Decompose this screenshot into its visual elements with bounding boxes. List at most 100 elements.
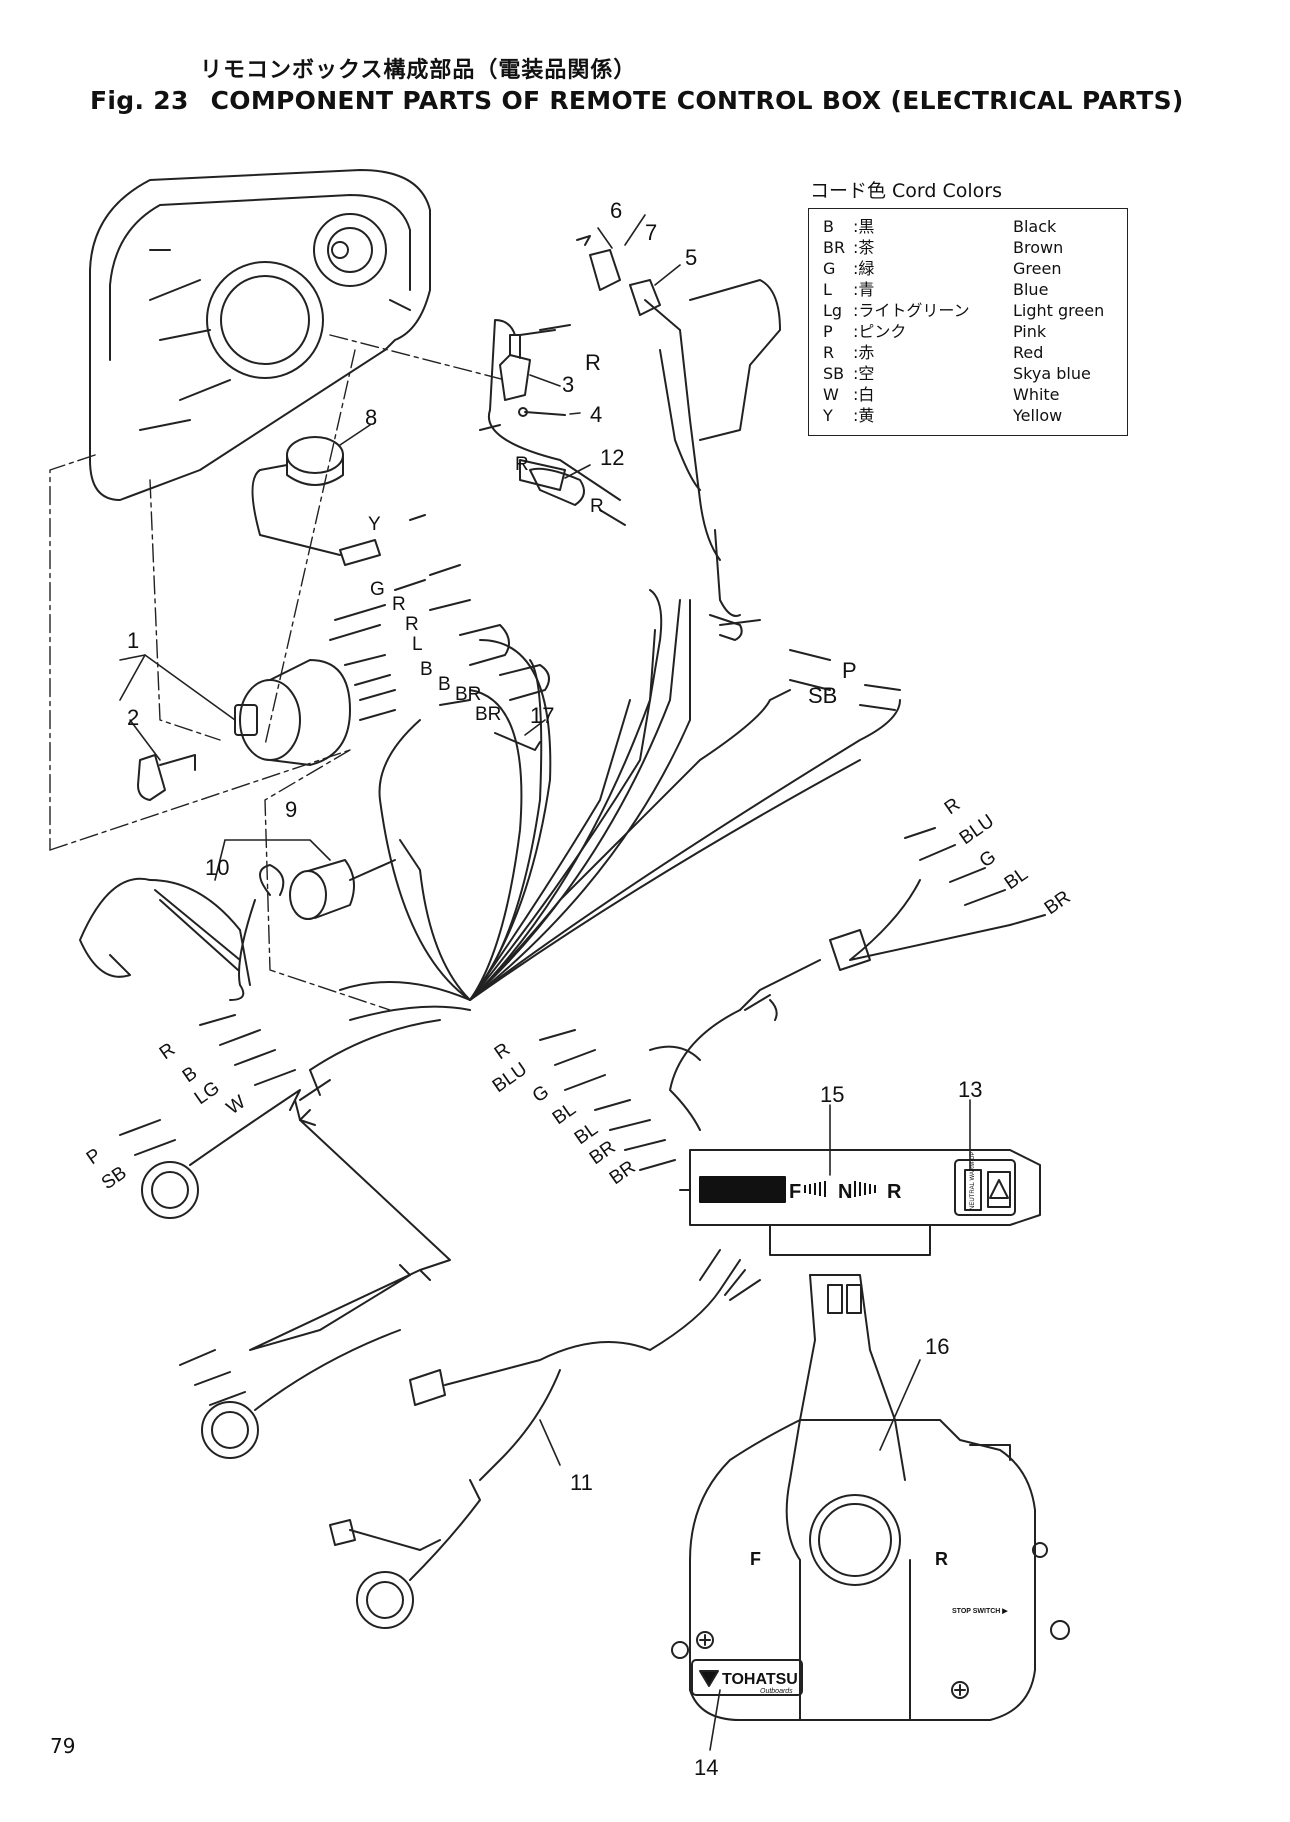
part-number-14: 14 bbox=[694, 1755, 718, 1780]
wire-label: R bbox=[941, 794, 964, 819]
shift-indicator bbox=[679, 1149, 1041, 1256]
part-number-4: 4 bbox=[590, 402, 602, 427]
left-harness bbox=[119, 1014, 331, 1219]
title-japanese: リモコンボックス構成部品（電装品関係） bbox=[200, 58, 637, 83]
leader-lines bbox=[119, 214, 971, 1751]
brand-logo-text: TOHATSU bbox=[722, 1671, 798, 1688]
wire-label: G bbox=[976, 846, 1000, 872]
plate-7 bbox=[589, 249, 621, 291]
wire-label: R bbox=[515, 454, 529, 475]
screw-4 bbox=[524, 411, 566, 416]
stop-switch-label: STOP SWITCH ▶ bbox=[952, 1608, 1008, 1615]
control-box bbox=[671, 1274, 1070, 1721]
wire-label: SB bbox=[98, 1162, 131, 1194]
wire-label: BR bbox=[606, 1157, 640, 1189]
wire-label: P bbox=[83, 1145, 105, 1169]
wire-label: R bbox=[156, 1039, 179, 1064]
wire-label: BL bbox=[549, 1099, 580, 1130]
forward-mark: F bbox=[750, 1549, 761, 1569]
neutral-switch bbox=[487, 319, 621, 501]
indicator-reverse: R bbox=[887, 1181, 902, 1203]
wire-label: L bbox=[412, 634, 423, 655]
buzzer bbox=[251, 436, 344, 556]
figure-title: Fig. 23 COMPONENT PARTS OF REMOTE CONTROL… bbox=[90, 86, 1184, 115]
clip-17 bbox=[494, 732, 541, 751]
tube-12 bbox=[529, 467, 585, 506]
wire-terminals-upper bbox=[329, 324, 901, 721]
handle-outline bbox=[659, 279, 781, 617]
part-number-7: 7 bbox=[645, 220, 657, 245]
wire-label: R bbox=[491, 1039, 514, 1064]
figure-title-text: COMPONENT PARTS OF REMOTE CONTROL BOX (E… bbox=[210, 86, 1184, 115]
indicator-forward: F bbox=[789, 1181, 801, 1203]
wire-label: R bbox=[392, 594, 406, 615]
cord-colors-title: コード色 Cord Colors bbox=[810, 180, 1003, 202]
brand-subtext: Outboards bbox=[760, 1688, 793, 1695]
part-number-9: 9 bbox=[285, 797, 297, 822]
part-numbers: 1 2 3 4 5 6 7 8 9 10 11 12 13 14 15 16 1… bbox=[127, 198, 982, 1780]
main-wire-harness bbox=[309, 589, 901, 1071]
wire-label: B bbox=[420, 659, 433, 680]
part-number-8: 8 bbox=[365, 405, 377, 430]
control-box-lettering: TOHATSU Outboards F R STOP SWITCH ▶ bbox=[722, 1549, 1008, 1695]
wire-label: G bbox=[370, 579, 385, 600]
wire-label: SB bbox=[808, 683, 837, 708]
reverse-mark: R bbox=[935, 1549, 948, 1569]
right-harness bbox=[739, 827, 1046, 1011]
key bbox=[137, 754, 196, 801]
part-number-15: 15 bbox=[820, 1082, 844, 1107]
wire-label: R bbox=[585, 350, 601, 375]
indicator-neutral: N bbox=[838, 1181, 852, 1203]
wire-label: R bbox=[405, 614, 419, 635]
figure-number: Fig. 23 bbox=[90, 86, 189, 115]
lower-harness bbox=[179, 1249, 761, 1629]
part-number-17: 17 bbox=[530, 703, 554, 728]
part-number-6: 6 bbox=[610, 198, 622, 223]
part-number-16: 16 bbox=[925, 1334, 949, 1359]
wire-labels: R R Y R G R R L B B BR BR P SB R BLU G B… bbox=[83, 350, 1075, 1194]
wire-label: B bbox=[179, 1063, 201, 1087]
part-number-3: 3 bbox=[562, 372, 574, 397]
warmup-label: NEUTRAL WARM-UP bbox=[970, 1151, 976, 1210]
part-number-13: 13 bbox=[958, 1077, 982, 1102]
wire-label: BR bbox=[475, 704, 501, 725]
wire-label: BLU bbox=[489, 1059, 531, 1097]
part-number-11: 11 bbox=[570, 1470, 593, 1495]
wire-label: BLU bbox=[956, 811, 998, 849]
indicator-lettering: F N R NEUTRAL WARM-UP bbox=[789, 1151, 976, 1210]
wire-label: B bbox=[438, 674, 451, 695]
wire-label: P bbox=[842, 658, 857, 683]
ignition-switch bbox=[234, 659, 351, 766]
wire-label: BR bbox=[1041, 887, 1075, 919]
part-number-1: 1 bbox=[127, 628, 139, 653]
wire-label: G bbox=[529, 1081, 553, 1107]
extension-cable bbox=[249, 1109, 451, 1351]
alignment-lines bbox=[49, 334, 506, 1011]
part-number-5: 5 bbox=[685, 245, 697, 270]
wire-label: R bbox=[590, 496, 604, 517]
connector-5 bbox=[629, 279, 721, 561]
screw-6 bbox=[576, 235, 591, 246]
remote-box-housing bbox=[89, 169, 431, 501]
indicator-ticks bbox=[804, 1181, 876, 1197]
wire-label: W bbox=[223, 1092, 250, 1120]
middle-harness bbox=[539, 994, 778, 1171]
wire-label: BR bbox=[455, 684, 481, 705]
part-number-10: 10 bbox=[205, 855, 229, 880]
page-number: 79 bbox=[50, 1734, 76, 1758]
part-number-12: 12 bbox=[600, 445, 624, 470]
part-number-2: 2 bbox=[127, 705, 139, 730]
stop-switch-and-lanyard bbox=[79, 859, 396, 1001]
